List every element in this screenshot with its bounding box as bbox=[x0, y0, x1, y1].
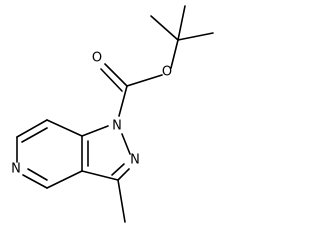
bond-c3-to-c3a bbox=[81, 170, 119, 181]
bond-c7a-to-c7 bbox=[46, 119, 83, 137]
atom-label-o-ester: O bbox=[162, 65, 172, 80]
bond-carbonyl-double-2 bbox=[100, 68, 123, 92]
bond-tbu-methyl-top bbox=[177, 5, 186, 41]
bond-o-ester-to-carbonyl-c bbox=[126, 74, 163, 87]
bond-n2-to-c3-single bbox=[117, 168, 130, 181]
structure-diagram: O O N N N bbox=[11, 5, 214, 223]
bond-tbu-methyl-left bbox=[150, 15, 179, 41]
bond-c3-to-methyl bbox=[117, 179, 126, 223]
bond-c4-to-c3a bbox=[46, 170, 83, 189]
bond-n2-to-c3-double bbox=[111, 163, 125, 176]
bond-tbu-methyl-right bbox=[177, 32, 214, 41]
bond-tbu-to-o-ester bbox=[170, 39, 179, 69]
atom-label-n1: N bbox=[112, 119, 122, 134]
atom-label-n2: N bbox=[130, 153, 140, 168]
bond-n5-to-c4-double bbox=[27, 168, 48, 181]
molecule-canvas: O O N N N bbox=[11, 5, 214, 223]
atom-label-n-pyridine: N bbox=[11, 162, 21, 177]
atom-label-o-carbonyl: O bbox=[92, 51, 102, 66]
bond-c7-to-c6-single bbox=[16, 119, 48, 138]
bond-n1-to-n2 bbox=[121, 133, 131, 155]
bond-n1-to-c7a bbox=[81, 125, 109, 137]
bond-n5-to-c4-single bbox=[22, 174, 48, 189]
bond-c7-to-c6-double bbox=[21, 127, 48, 143]
bond-carbonyl-double-1 bbox=[104, 63, 128, 87]
bond-carbonyl-c-to-n1 bbox=[118, 85, 128, 117]
